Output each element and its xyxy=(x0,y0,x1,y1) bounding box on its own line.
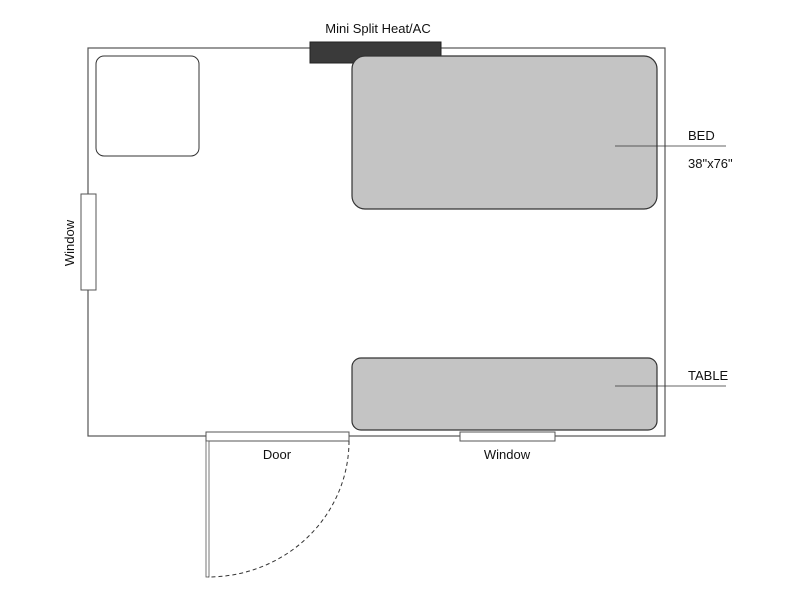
window-left xyxy=(80,193,97,291)
window-bottom xyxy=(459,431,556,442)
table xyxy=(351,357,658,431)
table-label: TABLE xyxy=(688,368,729,383)
mini-split-label: Mini Split Heat/AC xyxy=(325,21,430,36)
door-leaf xyxy=(205,440,210,578)
square-furniture xyxy=(95,55,200,157)
window-left-label: Window xyxy=(62,219,77,266)
bed-size-label: 38"x76" xyxy=(688,156,733,171)
bed-label: BED xyxy=(688,128,715,143)
door-swing-arc xyxy=(207,440,350,578)
door-opening xyxy=(205,431,350,442)
bed xyxy=(351,55,658,210)
window-bottom-label: Window xyxy=(484,447,531,462)
door-label: Door xyxy=(263,447,292,462)
